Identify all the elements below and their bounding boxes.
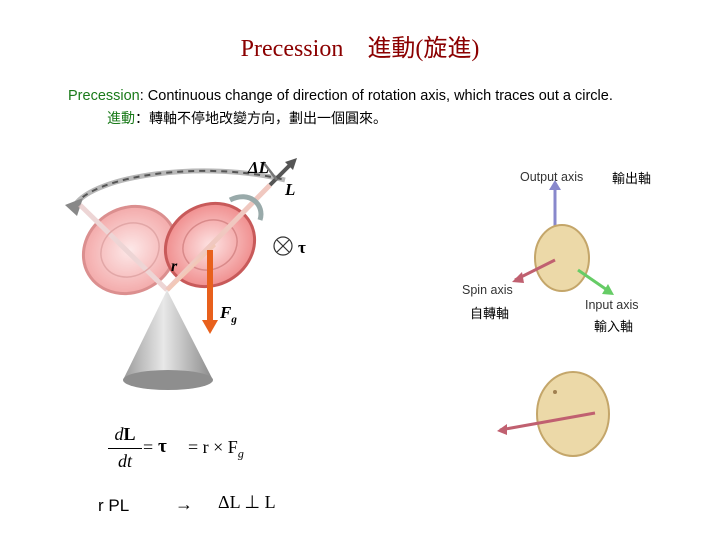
current-disk [163, 183, 272, 292]
definition-chinese: ：轉軸不停地改變方向，劃出一個圓來。 [135, 111, 387, 127]
label-r: r [171, 258, 178, 275]
L-vector [268, 163, 292, 187]
term-precession: Precession [68, 88, 140, 104]
label-input-axis: Input axis [585, 298, 639, 312]
spin-arrow [228, 194, 264, 221]
equation-tau: τ [158, 436, 167, 457]
precession-arrowhead [65, 198, 83, 216]
equation-equals-1: = [143, 437, 154, 457]
disk-tan-lower [536, 371, 610, 457]
label-output-axis: Output axis [520, 170, 584, 184]
label-input-axis-zh: 輸入軸 [594, 320, 634, 335]
title-chinese: 進動(旋進) [367, 36, 480, 62]
equation-subscript-g: g [237, 446, 244, 461]
description-chinese: 進動：轉軸不停地改變方向，劃出一個圓來。 [107, 108, 387, 128]
precession-path-dash [74, 169, 286, 206]
L-vector-head [285, 158, 297, 170]
label-L: L [285, 180, 296, 199]
input-axis-arrow [577, 268, 611, 294]
fraction-bar [108, 448, 142, 449]
description-english: Precession: Continuous change of directi… [68, 88, 613, 104]
label-F-subscript: g [231, 313, 237, 326]
delta-L-vector [262, 161, 278, 181]
r-PL-text: r PL [98, 496, 130, 515]
implies-arrow: → [175, 494, 193, 514]
label-tau: τ [298, 238, 306, 257]
axes-diagram-lower [497, 371, 610, 457]
cone-base [123, 370, 213, 390]
label-Fg: Fg [220, 303, 237, 325]
label-spin-axis: Spin axis [462, 283, 513, 297]
equation-d: d [114, 424, 124, 444]
previous-disk [78, 203, 179, 296]
label-spin-axis-zh: 自轉軸 [470, 307, 510, 322]
gravity-force-head [202, 320, 218, 334]
equation-dL: dL [108, 424, 142, 445]
equation-rhs: = r × F [188, 437, 238, 457]
spin-axis-arrow-lower [499, 411, 596, 432]
page-title: Precession 進動(旋進) [0, 28, 720, 63]
definition-english: : Continuous change of direction of rota… [139, 88, 613, 104]
label-F: F [220, 303, 232, 322]
term-precession-zh: 進動 [107, 111, 135, 127]
label-delta-L: ΔL [248, 158, 270, 177]
title-english: Precession [240, 36, 344, 62]
equation-L: L [123, 424, 136, 444]
cone-stand [123, 290, 213, 380]
disk-tan-upper [534, 224, 590, 292]
axes-diagram-upper [512, 180, 614, 295]
label-output-axis-zh: 輸出軸 [612, 172, 652, 187]
equation-r-cross-F: = r × Fg [188, 437, 244, 462]
delta-L-perp-L: ΔL ⊥ L [218, 492, 276, 512]
equation-dt: dt [117, 451, 132, 471]
gyroscope-diagram [65, 158, 297, 390]
